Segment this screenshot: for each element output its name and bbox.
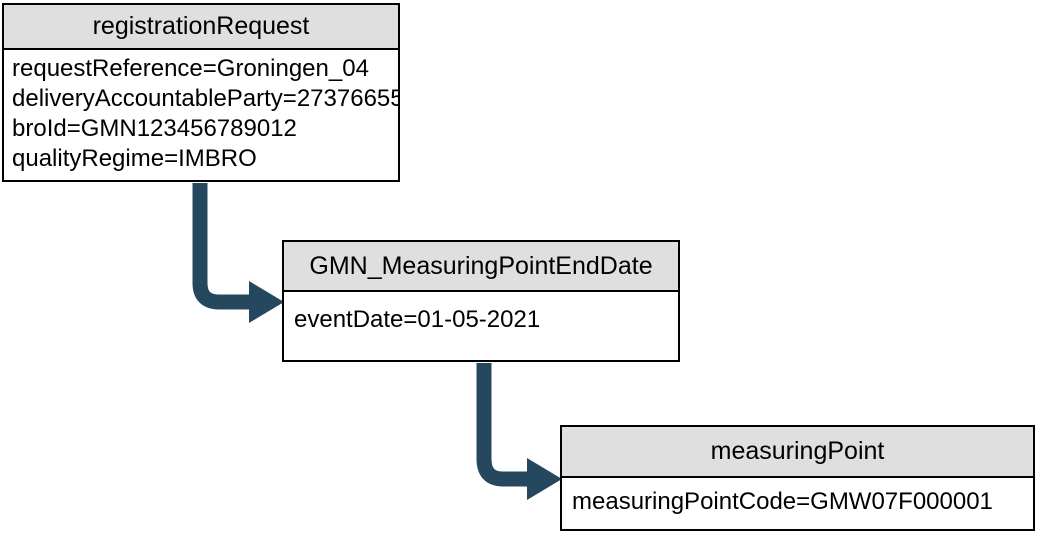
node-gmn-measuring-point-end-date-body: eventDate=01-05-2021: [284, 292, 678, 335]
field-request-reference: requestReference=Groningen_04: [12, 55, 369, 82]
field-measuring-point-code: measuringPointCode=GMW07F000001: [572, 488, 993, 515]
arrow-registration-request-to-end-date: [192, 183, 284, 323]
arrow-end-date-to-measuring-point: [476, 363, 562, 500]
field-delivery-accountable-party: deliveryAccountableParty=27376655: [12, 85, 398, 112]
field-event-date: eventDate=01-05-2021: [294, 306, 541, 333]
field-bro-id: broId=GMN123456789012: [12, 115, 297, 142]
node-registration-request-title: registrationRequest: [4, 5, 398, 50]
node-measuring-point-title: measuringPoint: [562, 427, 1033, 478]
node-gmn-measuring-point-end-date: GMN_MeasuringPointEndDate eventDate=01-0…: [282, 240, 680, 362]
node-measuring-point: measuringPoint measuringPointCode=GMW07F…: [560, 425, 1035, 531]
node-gmn-measuring-point-end-date-title: GMN_MeasuringPointEndDate: [284, 242, 678, 292]
node-registration-request-body: requestReference=Groningen_04 deliveryAc…: [4, 50, 398, 174]
field-quality-regime: qualityRegime=IMBRO: [12, 145, 257, 172]
node-registration-request: registrationRequest requestReference=Gro…: [2, 3, 400, 182]
node-measuring-point-body: measuringPointCode=GMW07F000001: [562, 478, 1033, 517]
